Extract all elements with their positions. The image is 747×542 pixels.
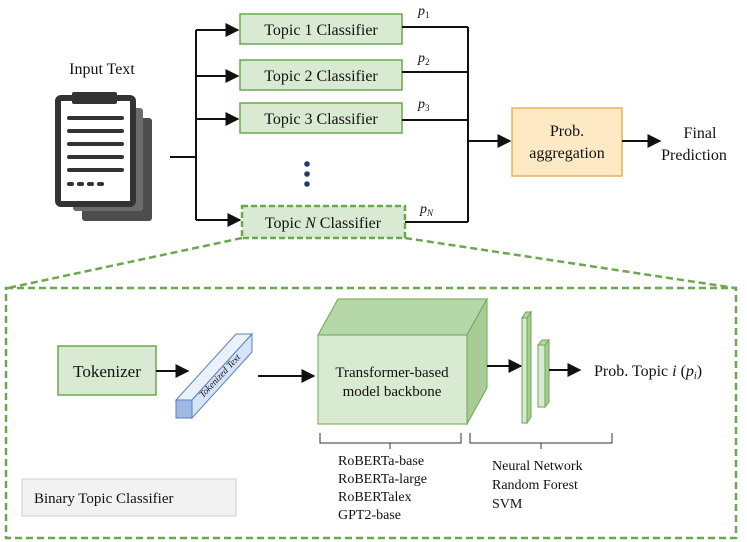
model-item: RoBERTa-large xyxy=(338,472,427,487)
prob-label-3: p3 xyxy=(417,97,430,113)
topic-2-classifier: Topic 2 Classifier xyxy=(239,59,403,91)
final-prediction-label-2: Prediction xyxy=(661,147,727,164)
binary-classifier-panel xyxy=(4,286,738,540)
tokenizer-box: Tokenizer xyxy=(57,345,157,396)
head-item: SVM xyxy=(492,497,523,512)
tokenized-text-prism: Tokenized Text xyxy=(174,332,254,420)
head-item: Neural Network xyxy=(492,459,583,474)
backbone-brace xyxy=(319,433,462,449)
final-prediction-label: Final xyxy=(684,125,717,142)
prob-aggregation-box: Prob. aggregation xyxy=(511,107,623,177)
svg-text:Topic 2 Classifier: Topic 2 Classifier xyxy=(264,68,378,85)
svg-text:Binary Topic Classifier: Binary Topic Classifier xyxy=(34,491,173,507)
panel-label-box: Binary Topic Classifier xyxy=(21,478,237,517)
prob-label-1: p1 xyxy=(417,4,430,20)
document-stack-icon xyxy=(55,92,152,221)
ellipsis-dots-icon xyxy=(304,161,310,187)
svg-text:Topic 3 Classifier: Topic 3 Classifier xyxy=(264,111,378,128)
head-model-list: Neural Network Random Forest SVM xyxy=(492,459,583,512)
model-item: RoBERTalex xyxy=(338,490,412,505)
svg-text:Tokenizer: Tokenizer xyxy=(73,362,141,381)
prob-label-n: pN xyxy=(419,202,434,218)
svg-text:Topic 1 Classifier: Topic 1 Classifier xyxy=(264,22,378,39)
svg-text:Prob.: Prob. xyxy=(550,123,584,140)
classifier-head-layers xyxy=(521,310,551,425)
topic-n-classifier: Topic N Classifier xyxy=(240,204,407,240)
zoom-guides xyxy=(7,236,736,290)
input-text-label: Input Text xyxy=(69,61,135,78)
svg-text:aggregation: aggregation xyxy=(529,145,605,162)
heads-brace xyxy=(469,433,613,449)
transformer-backbone-cube: Transformer-based model backbone xyxy=(317,297,488,426)
svg-text:Topic N Classifier: Topic N Classifier xyxy=(265,215,382,232)
svg-text:Transformer-based: Transformer-based xyxy=(335,365,449,381)
topic-1-classifier: Topic 1 Classifier xyxy=(239,13,403,45)
fan-out-connector xyxy=(170,23,242,227)
head-item: Random Forest xyxy=(492,478,578,493)
svg-text:model backbone: model backbone xyxy=(343,384,442,400)
prob-label-2: p2 xyxy=(417,51,430,67)
backbone-model-list: RoBERTa-base RoBERTa-large RoBERTalex GP… xyxy=(338,454,427,523)
prob-topic-i-label: Prob. Topic i (pi) xyxy=(594,363,702,382)
model-item: GPT2-base xyxy=(338,508,401,523)
topic-3-classifier: Topic 3 Classifier xyxy=(239,102,403,134)
fan-in-connector xyxy=(402,26,512,223)
model-item: RoBERTa-base xyxy=(338,454,424,469)
